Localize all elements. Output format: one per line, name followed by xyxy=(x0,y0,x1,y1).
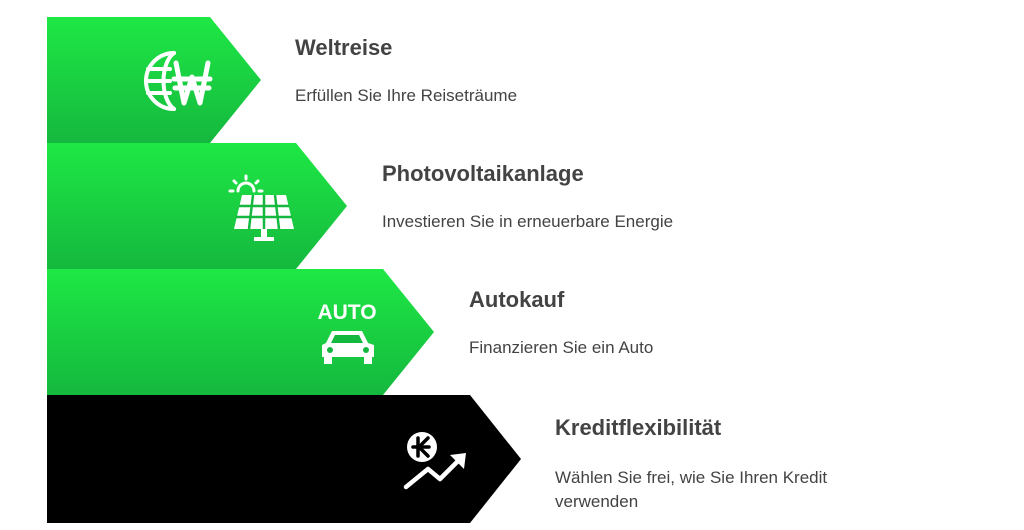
step-autokauf: AUTO Autokauf Finanzieren Sie ein Auto xyxy=(0,269,1024,395)
arrow-shape xyxy=(47,143,347,269)
step-description: Investieren Sie in erneuerbare Energie xyxy=(382,212,674,231)
step-title: Photovoltaikanlage xyxy=(382,161,584,186)
auto-car-icon: AUTO xyxy=(317,301,377,364)
arrow-shape xyxy=(47,17,261,143)
globe-won-icon xyxy=(144,51,213,111)
step-weltreise: Weltreise Erfüllen Sie Ihre Reiseträume xyxy=(0,17,1024,143)
kip-trend-icon xyxy=(403,432,466,490)
step-description: Finanzieren Sie ein Auto xyxy=(469,338,654,357)
arrow-shape xyxy=(47,269,434,395)
step-title: Kreditflexibilität xyxy=(555,415,722,440)
step-photovoltaikanlage: Photovoltaikanlage Investieren Sie in er… xyxy=(0,143,1024,269)
step-kreditflexibilitaet: Kreditflexibilität Wählen Sie frei, wie … xyxy=(0,395,1024,523)
step-description: Erfüllen Sie Ihre Reiseträume xyxy=(295,86,518,105)
step-title: Autokauf xyxy=(469,287,565,312)
solar-panel-icon xyxy=(228,174,294,241)
step-description: Wählen Sie frei, wie Sie Ihren Kredit ve… xyxy=(555,468,828,511)
arrow-shape xyxy=(47,395,521,523)
auto-label: AUTO xyxy=(317,301,376,324)
step-title: Weltreise xyxy=(295,35,393,60)
